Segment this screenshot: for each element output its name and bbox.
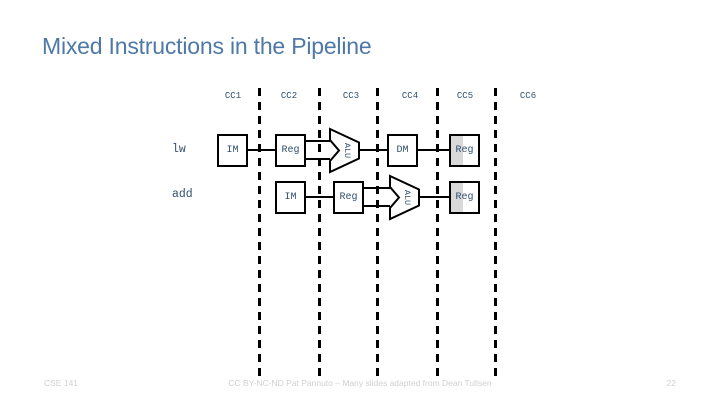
footer-course: CSE 141 xyxy=(44,378,79,388)
cycle-separator xyxy=(376,88,379,377)
instruction-label-lw: lw xyxy=(172,143,186,156)
cycle-separator xyxy=(258,88,261,377)
cycle-separator xyxy=(318,88,321,377)
cycle-header-cc5: CC5 xyxy=(456,91,474,101)
stage-box-lw-reg-write: Reg xyxy=(449,134,480,167)
connector-line xyxy=(363,187,390,189)
alu-shape-lw: ALU xyxy=(329,127,360,174)
alu-label: ALU xyxy=(342,143,352,158)
connector-line xyxy=(305,140,330,142)
stage-box-add-reg-read: Reg xyxy=(333,181,364,214)
cycle-header-cc3: CC3 xyxy=(342,91,360,101)
cycle-header-cc2: CC2 xyxy=(280,91,298,101)
footer-page-number: 22 xyxy=(666,378,676,388)
cycle-separator xyxy=(436,88,439,377)
stage-box-add-im: IM xyxy=(275,181,306,214)
alu-label: ALU xyxy=(402,190,412,205)
cycle-separator xyxy=(494,88,497,377)
stage-box-add-reg-write: Reg xyxy=(449,181,480,214)
instruction-label-add: add xyxy=(172,188,193,201)
stage-box-lw-dm: DM xyxy=(387,134,418,167)
cycle-header-cc4: CC4 xyxy=(401,91,419,101)
connector-line xyxy=(363,205,390,207)
alu-shape-add: ALU xyxy=(389,174,420,221)
connector-line xyxy=(305,158,330,160)
connector-line xyxy=(305,196,333,198)
connector-line xyxy=(248,149,275,151)
stage-box-lw-im: IM xyxy=(217,134,248,167)
connector-line xyxy=(358,149,387,151)
footer-credit: CC BY-NC-ND Pat Pannuto – Many slides ad… xyxy=(228,378,492,388)
slide-title: Mixed Instructions in the Pipeline xyxy=(42,33,372,59)
stage-box-lw-reg-read: Reg xyxy=(275,134,306,167)
cycle-header-cc1: CC1 xyxy=(224,91,242,101)
connector-line xyxy=(418,196,449,198)
cycle-header-cc6: CC6 xyxy=(519,91,537,101)
connector-line xyxy=(418,149,449,151)
